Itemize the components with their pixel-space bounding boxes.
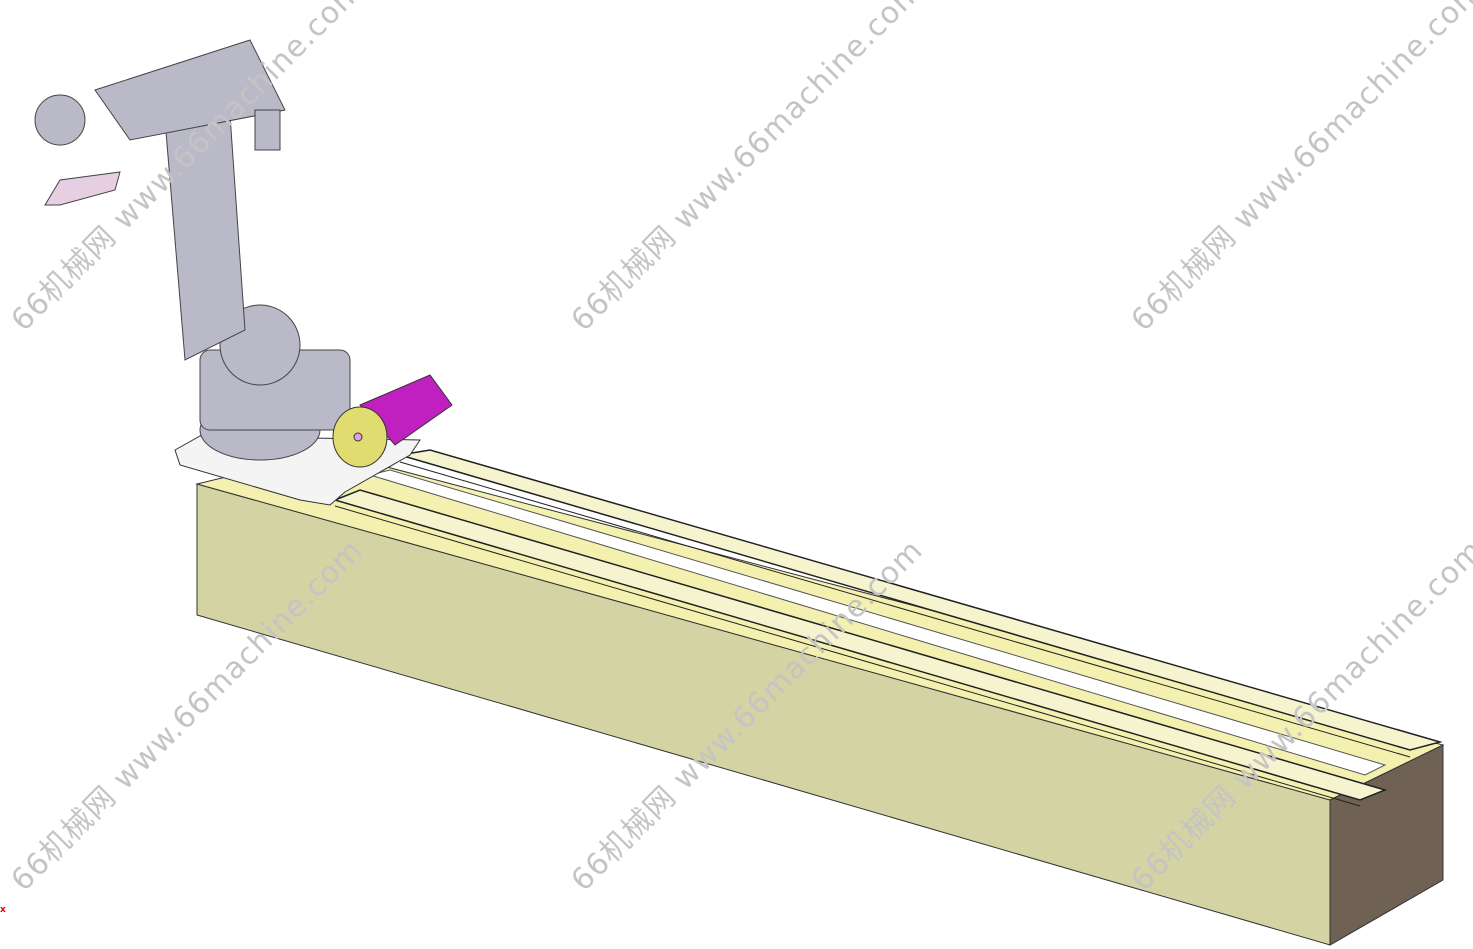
rear-rail [399, 449, 1443, 751]
robot-axis3-motor [254, 109, 281, 151]
robot-gripper [44, 171, 121, 206]
robot-upper-arm [94, 39, 286, 141]
robot-wrist [34, 94, 86, 146]
guide-rails [332, 449, 1443, 807]
servo-motor [332, 374, 453, 468]
front-rail [332, 489, 1388, 801]
industrial-robot [34, 39, 351, 461]
rack [368, 469, 1387, 776]
axis-marker: x [0, 905, 6, 915]
